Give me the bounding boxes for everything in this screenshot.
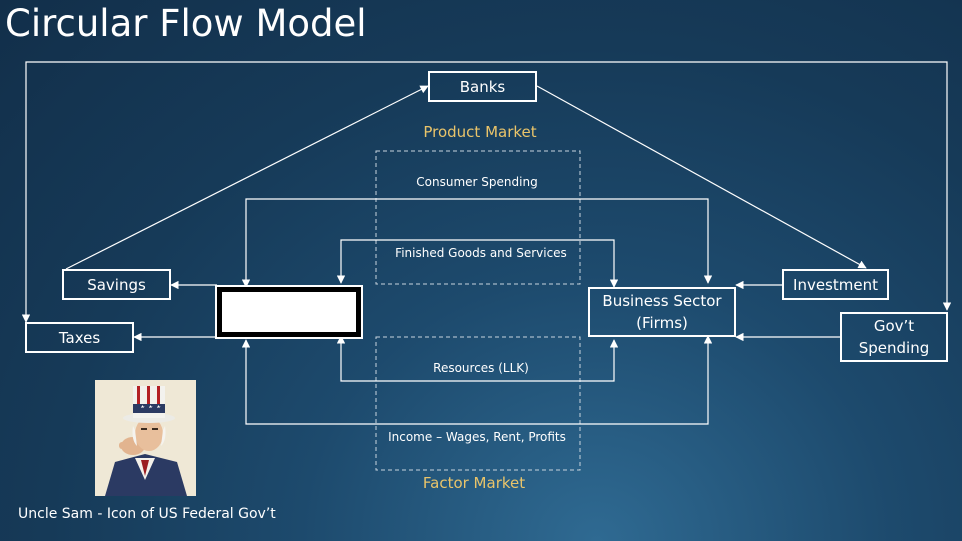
consumer-spending-arrow (241, 198, 713, 288)
factor-market-region (375, 336, 581, 471)
uncle-sam-caption: Uncle Sam - Icon of US Federal Gov’t (18, 506, 276, 522)
finished-goods-arrow (336, 239, 619, 288)
govt-spending-box: Gov’t Spending (840, 312, 948, 362)
savings-label: Savings (87, 275, 146, 294)
factor-market-label: Factor Market (422, 474, 526, 492)
uncle-sam-portrait-image (95, 380, 196, 496)
resources-arrow (336, 335, 619, 382)
savings-box: Savings (62, 269, 171, 300)
business-sector-box: Business Sector (Firms) (588, 287, 736, 337)
investment-label: Investment (793, 275, 878, 294)
slide-title: Circular Flow Model (5, 2, 367, 45)
taxes-label: Taxes (58, 328, 101, 347)
household-box-blank (215, 285, 363, 339)
spending-label: Spending (858, 339, 930, 357)
investment-box: Investment (782, 269, 889, 300)
consumer-spending-label: Consumer Spending (416, 175, 538, 189)
finished-goods-label: Finished Goods and Services (395, 246, 567, 260)
banks-label: Banks (459, 77, 506, 96)
banks-to-investment-arrow (536, 85, 867, 269)
firms-label: (Firms) (636, 314, 688, 332)
resources-label: Resources (LLK) (433, 361, 529, 375)
business-sector-label: Business Sector (602, 292, 722, 310)
taxes-to-govt-arrow (21, 61, 952, 323)
govt-label: Gov’t (873, 317, 915, 335)
savings-to-banks-arrow (65, 85, 429, 270)
taxes-box: Taxes (25, 322, 134, 353)
product-market-region (375, 150, 581, 285)
income-arrow (241, 335, 713, 425)
product-market-label: Product Market (423, 123, 537, 141)
income-label: Income – Wages, Rent, Profits (388, 430, 566, 444)
banks-box: Banks (428, 71, 537, 102)
uncle-sam-illustration (95, 380, 196, 496)
